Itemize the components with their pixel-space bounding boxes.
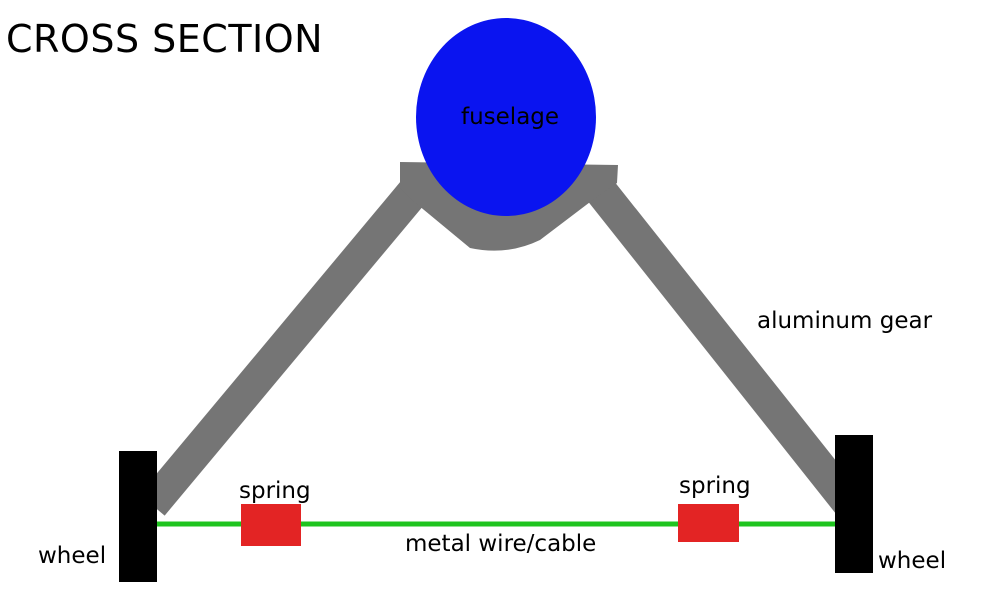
- wheel-left: [119, 451, 157, 582]
- wheel-left-label: wheel: [38, 543, 107, 569]
- spring-right-label: spring: [679, 473, 751, 499]
- gear-label: aluminum gear: [757, 308, 933, 334]
- cable-label: metal wire/cable: [405, 531, 597, 557]
- spring-left-label: spring: [239, 478, 311, 504]
- wheel-right: [835, 435, 873, 573]
- gear-right-leg: [587, 179, 863, 516]
- fuselage-label: fuselage: [461, 104, 560, 130]
- spring-right: [678, 504, 739, 542]
- fuselage-circle: [416, 18, 596, 216]
- wheel-right-label: wheel: [878, 548, 947, 574]
- gear-left-leg: [139, 179, 428, 516]
- diagram-title: CROSS SECTION: [6, 17, 324, 61]
- spring-left: [241, 504, 301, 546]
